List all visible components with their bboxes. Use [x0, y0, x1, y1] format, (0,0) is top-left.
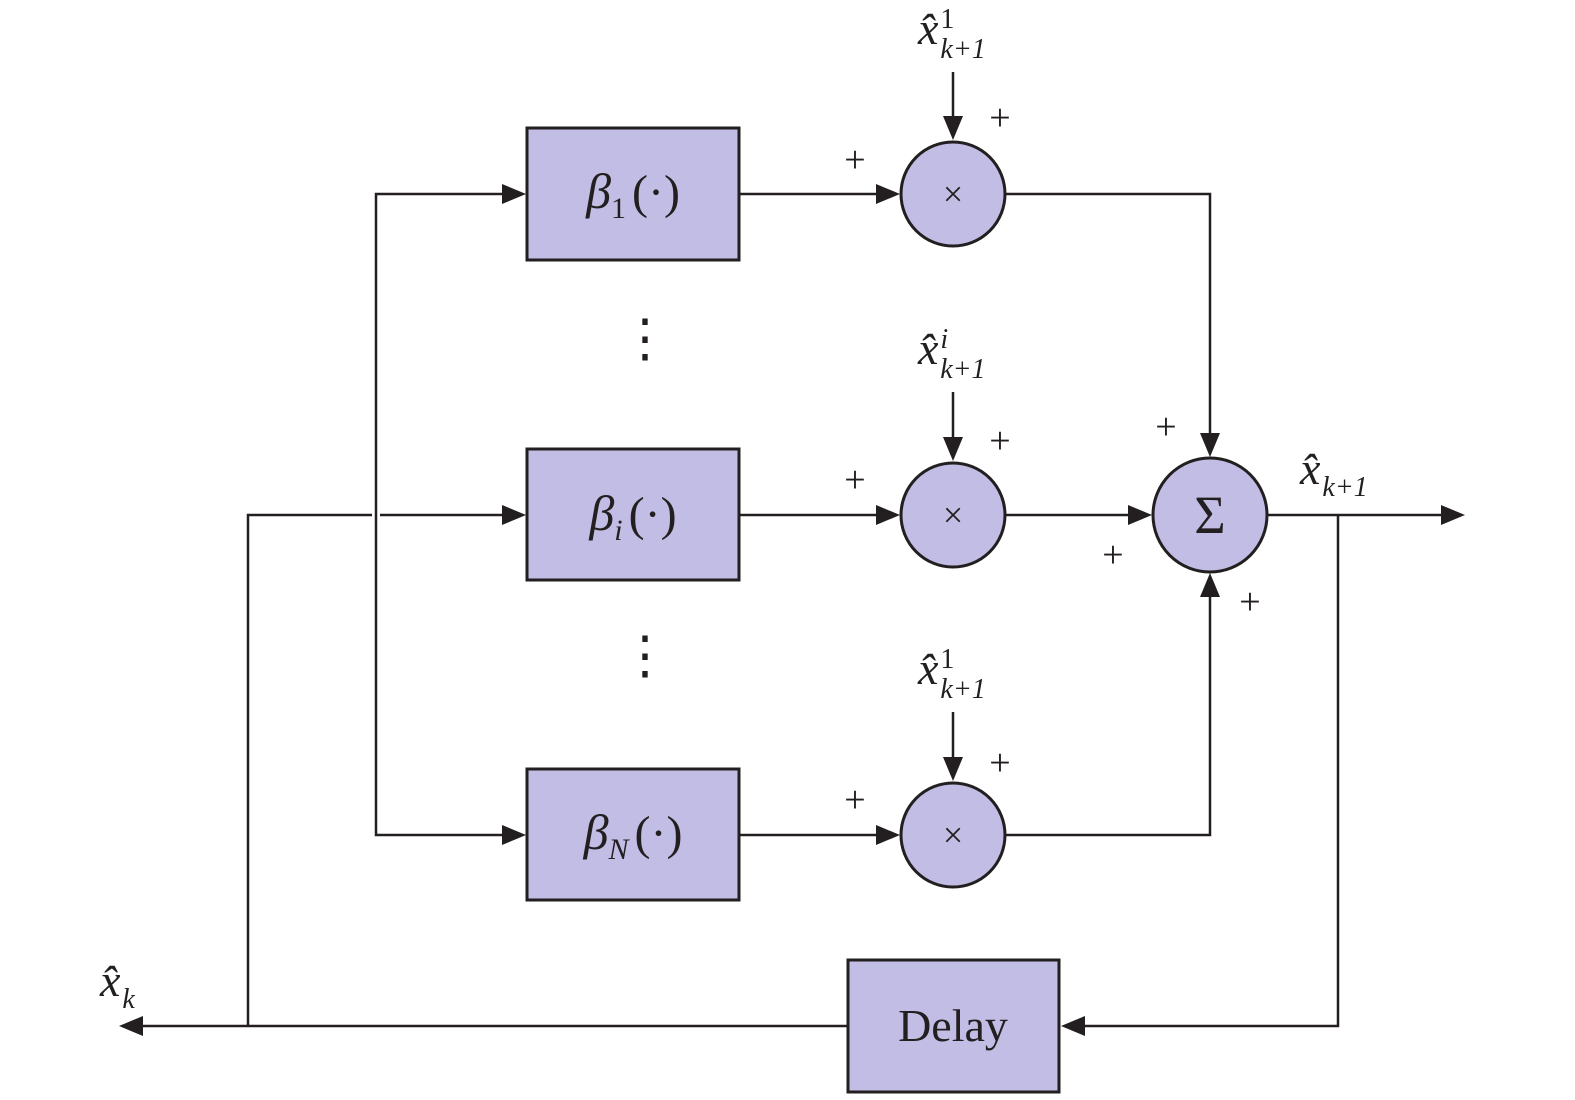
- multiply-symbol: ×: [943, 174, 963, 214]
- beta-i-symbol: β: [588, 485, 614, 541]
- beta-N-symbol: β: [583, 804, 609, 860]
- plus-sign: +: [1102, 534, 1123, 576]
- beta-1-symbol: β: [585, 163, 611, 219]
- arrow-to-betaN: [502, 825, 526, 845]
- sum-symbol: Σ: [1194, 485, 1225, 545]
- multiplier-N: ×: [899, 781, 1007, 889]
- mult1-to-sum-wire: [1005, 192, 1212, 434]
- multiply-symbol: ×: [943, 815, 963, 855]
- svg-text:βN(·): βN(·): [583, 804, 683, 866]
- arrow-to-mult1: [876, 184, 900, 204]
- summation-node: Σ: [1151, 456, 1269, 574]
- beta-N-arg: (·): [634, 807, 682, 860]
- beta-1-sub: 1: [611, 192, 626, 225]
- svg-text:βi(·): βi(·): [588, 485, 676, 547]
- beta-i-block: βi(·): [525, 447, 741, 582]
- arrowheads: [119, 116, 1465, 1036]
- multiplier-i: ×: [899, 461, 1007, 569]
- multiplier-1: ×: [899, 140, 1007, 248]
- plus-sign: +: [844, 459, 865, 501]
- arrow-inputN: [943, 757, 963, 781]
- plus-sign: +: [1155, 406, 1176, 448]
- svg-text:β1(·): β1(·): [585, 163, 680, 225]
- output-label: x̂k+1: [1299, 443, 1368, 503]
- delay-label: Delay: [898, 1000, 1008, 1051]
- beta-1-arg: (·): [632, 166, 680, 219]
- arrow-feedback-out: [119, 1016, 143, 1036]
- plus-sign: +: [989, 97, 1010, 139]
- arrow-to-multN: [876, 825, 900, 845]
- beta-1-block: β1(·): [525, 126, 741, 262]
- plus-sign: +: [1239, 581, 1260, 623]
- arrow-to-delay: [1061, 1016, 1085, 1036]
- multiply-symbol: ×: [943, 495, 963, 535]
- output-to-delay-wire: [1082, 515, 1340, 1028]
- plus-sign: +: [844, 779, 865, 821]
- plus-signs: + + + + + + + + +: [844, 97, 1260, 821]
- arrow-to-beta1: [502, 184, 526, 204]
- vertical-ellipsis: ⋮: [619, 311, 671, 368]
- beta-N-block: βN(·): [525, 767, 741, 902]
- multN-to-sum-wire: [1005, 596, 1212, 837]
- feedback-label: x̂k: [99, 955, 135, 1015]
- feedback-wire-up: [246, 513, 372, 1026]
- arrow-to-betai: [502, 505, 526, 525]
- plus-sign: +: [844, 139, 865, 181]
- beta-i-arg: (·): [629, 488, 677, 541]
- wires: [140, 72, 1443, 1028]
- arrow-sum-left: [1128, 505, 1152, 525]
- arrow-to-multi: [876, 505, 900, 525]
- arrow-inputi: [943, 437, 963, 461]
- arrow-input1: [943, 116, 963, 140]
- arrow-sum-bottom: [1200, 573, 1220, 597]
- vertical-ellipsis: ⋮: [619, 628, 671, 685]
- arrow-output: [1441, 505, 1465, 525]
- delay-block: Delay: [846, 958, 1061, 1094]
- bus-wire-top: [374, 192, 504, 837]
- plus-sign: +: [989, 742, 1010, 784]
- plus-sign: +: [989, 420, 1010, 462]
- arrow-sum-top: [1200, 433, 1220, 457]
- beta-i-sub: i: [614, 514, 622, 547]
- beta-N-sub: N: [607, 833, 630, 866]
